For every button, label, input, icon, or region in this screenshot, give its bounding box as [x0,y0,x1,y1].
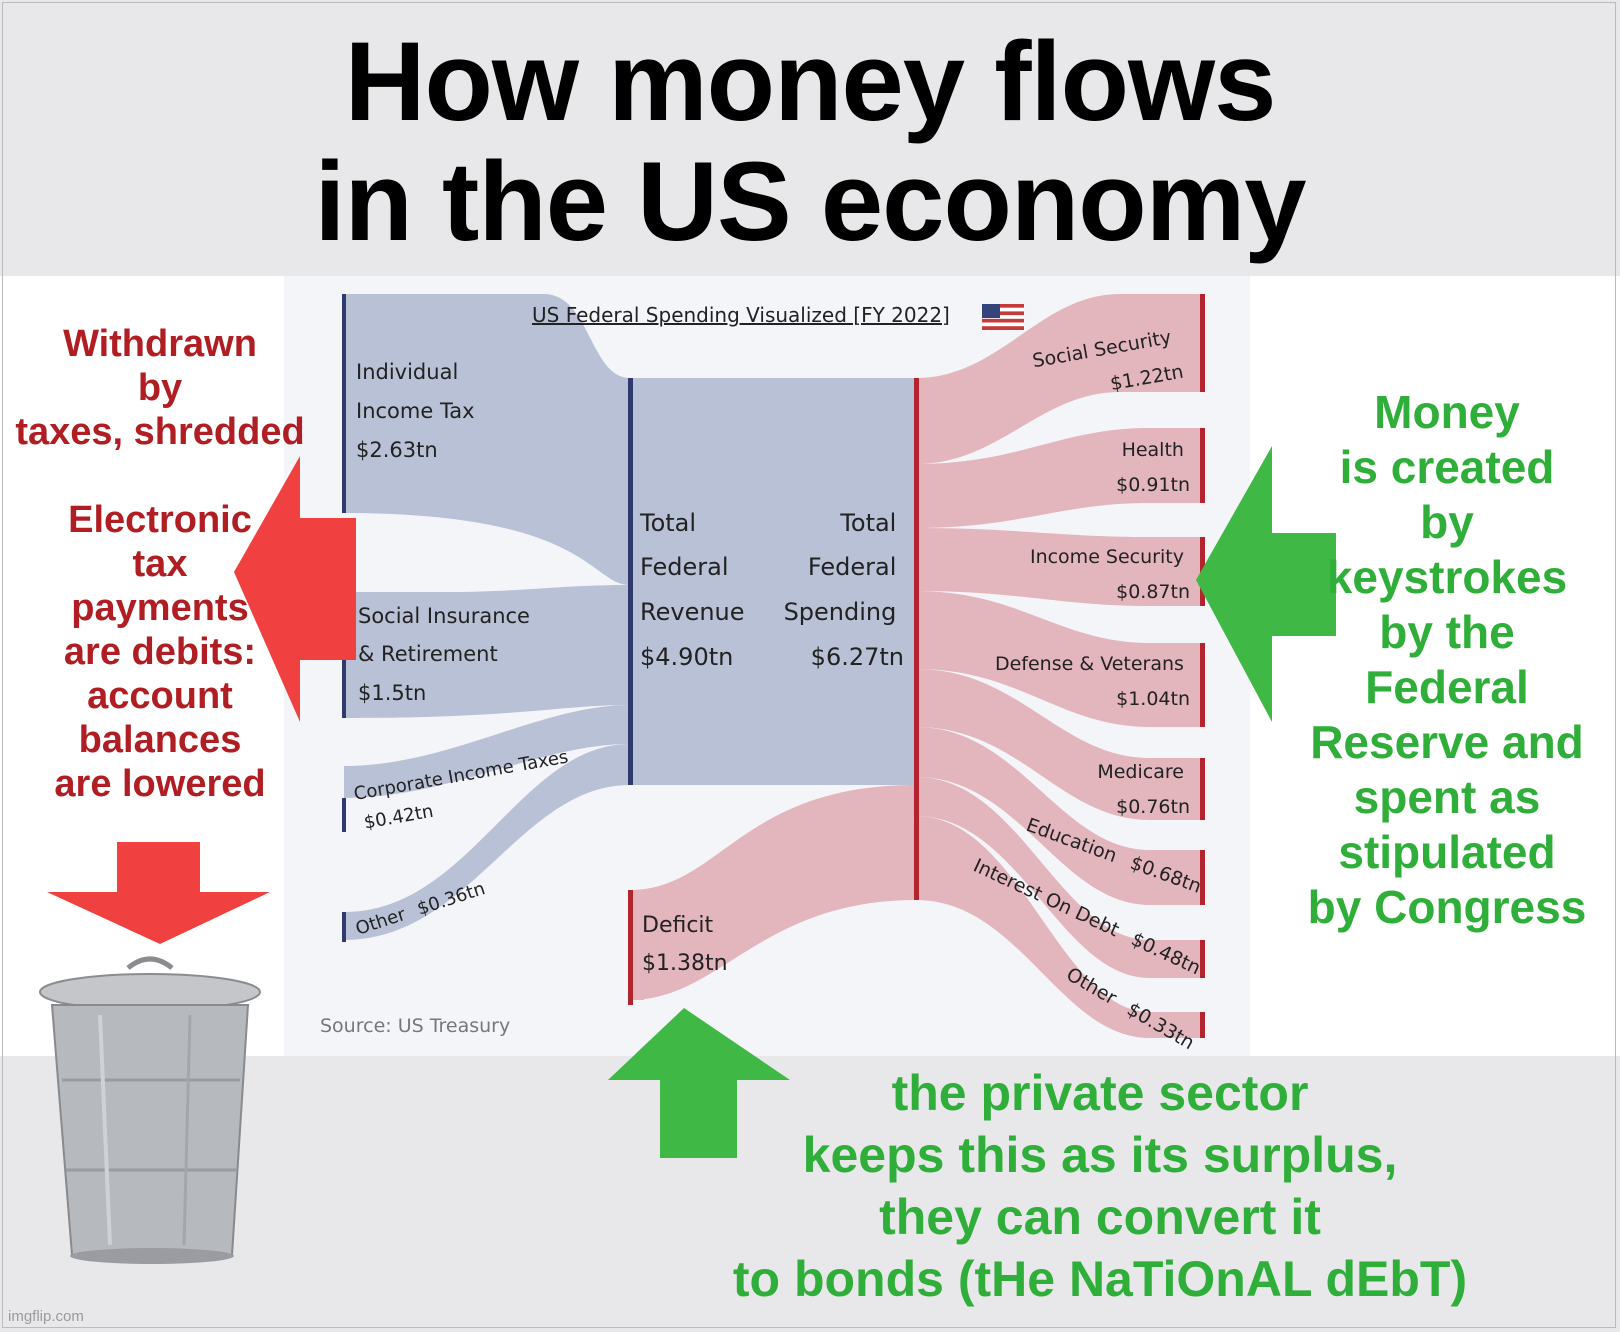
label-health: Health $0.91tn [1116,439,1190,496]
note-private-sector-surplus: the private sector keeps this as its sur… [732,1065,1468,1307]
flow-income-security [916,528,1200,606]
flow-social-security [916,294,1200,464]
node-bar-other-revenue [342,912,346,942]
node-bar-total-revenue [628,378,633,785]
node-bar-education [1200,850,1205,905]
chart-title: US Federal Spending Visualized [FY 2022] [532,303,950,327]
node-bar-social-security [1200,294,1205,392]
label-individual-income-tax: Individual Income Tax $2.63tn [356,360,481,462]
node-bar-medicare [1200,758,1205,820]
trash-can-icon [39,956,261,1264]
chart-source: Source: US Treasury [320,1015,510,1037]
label-defense-veterans: Defense & Veterans $1.04tn [995,653,1190,710]
top-band [0,0,1620,276]
node-bar-corporate-income-taxes [342,798,346,832]
node-bar-other-spending [1200,1012,1205,1038]
label-deficit: Deficit $1.38tn [642,913,728,976]
label-social-insurance: Social Insurance & Retirement $1.5tn [358,604,537,705]
node-bar-defense-veterans [1200,643,1205,727]
headline-line-1: How money flows [344,19,1277,144]
node-bar-total-spending [914,378,919,900]
node-bar-interest-on-debt [1200,940,1205,978]
green-arrow-left-icon [1196,446,1336,722]
red-arrow-down-icon [47,842,270,944]
flow-corporate-income-taxes [344,705,630,798]
watermark: imgflip.com [8,1308,84,1325]
bottom-band [0,1056,1620,1332]
node-bar-deficit [628,890,633,1005]
flow-other-revenue [344,744,630,940]
flow-education [916,727,1200,905]
green-arrow-up-icon [608,1008,790,1158]
flow-defense-veterans [916,591,1200,727]
flow-health [916,428,1200,528]
us-flag-icon [982,304,1024,330]
headline-line-2: in the US economy [314,139,1306,264]
red-arrow-left-icon [234,456,356,722]
flow-individual-income-tax [344,294,630,585]
label-total-spending: Total Federal Spending $6.27tn [784,509,904,671]
flow-social-insurance [344,585,630,718]
flow-medicare [916,669,1200,820]
note-withdrawn-by-taxes: Withdrawn by taxes, shredded [15,323,305,453]
node-bar-individual-income-tax [342,294,346,513]
headline: How money flows in the US economy [0,22,1620,262]
flow-deficit-band [630,890,644,1000]
flow-total-revenue-band [630,378,916,785]
note-electronic-tax-payments: Electronic tax payments are debits: acco… [54,499,266,805]
flow-other-spending [916,816,1200,1038]
flow-interest-on-debt [916,777,1200,978]
note-money-created: Money is created by keystrokes by the Fe… [1307,386,1587,933]
label-total-revenue: Total Federal Revenue $4.90tn [639,509,752,671]
node-bar-health [1200,428,1205,503]
flow-deficit [630,785,916,1000]
label-medicare: Medicare $0.76tn [1097,761,1190,818]
label-income-security: Income Security $0.87tn [1030,546,1190,603]
